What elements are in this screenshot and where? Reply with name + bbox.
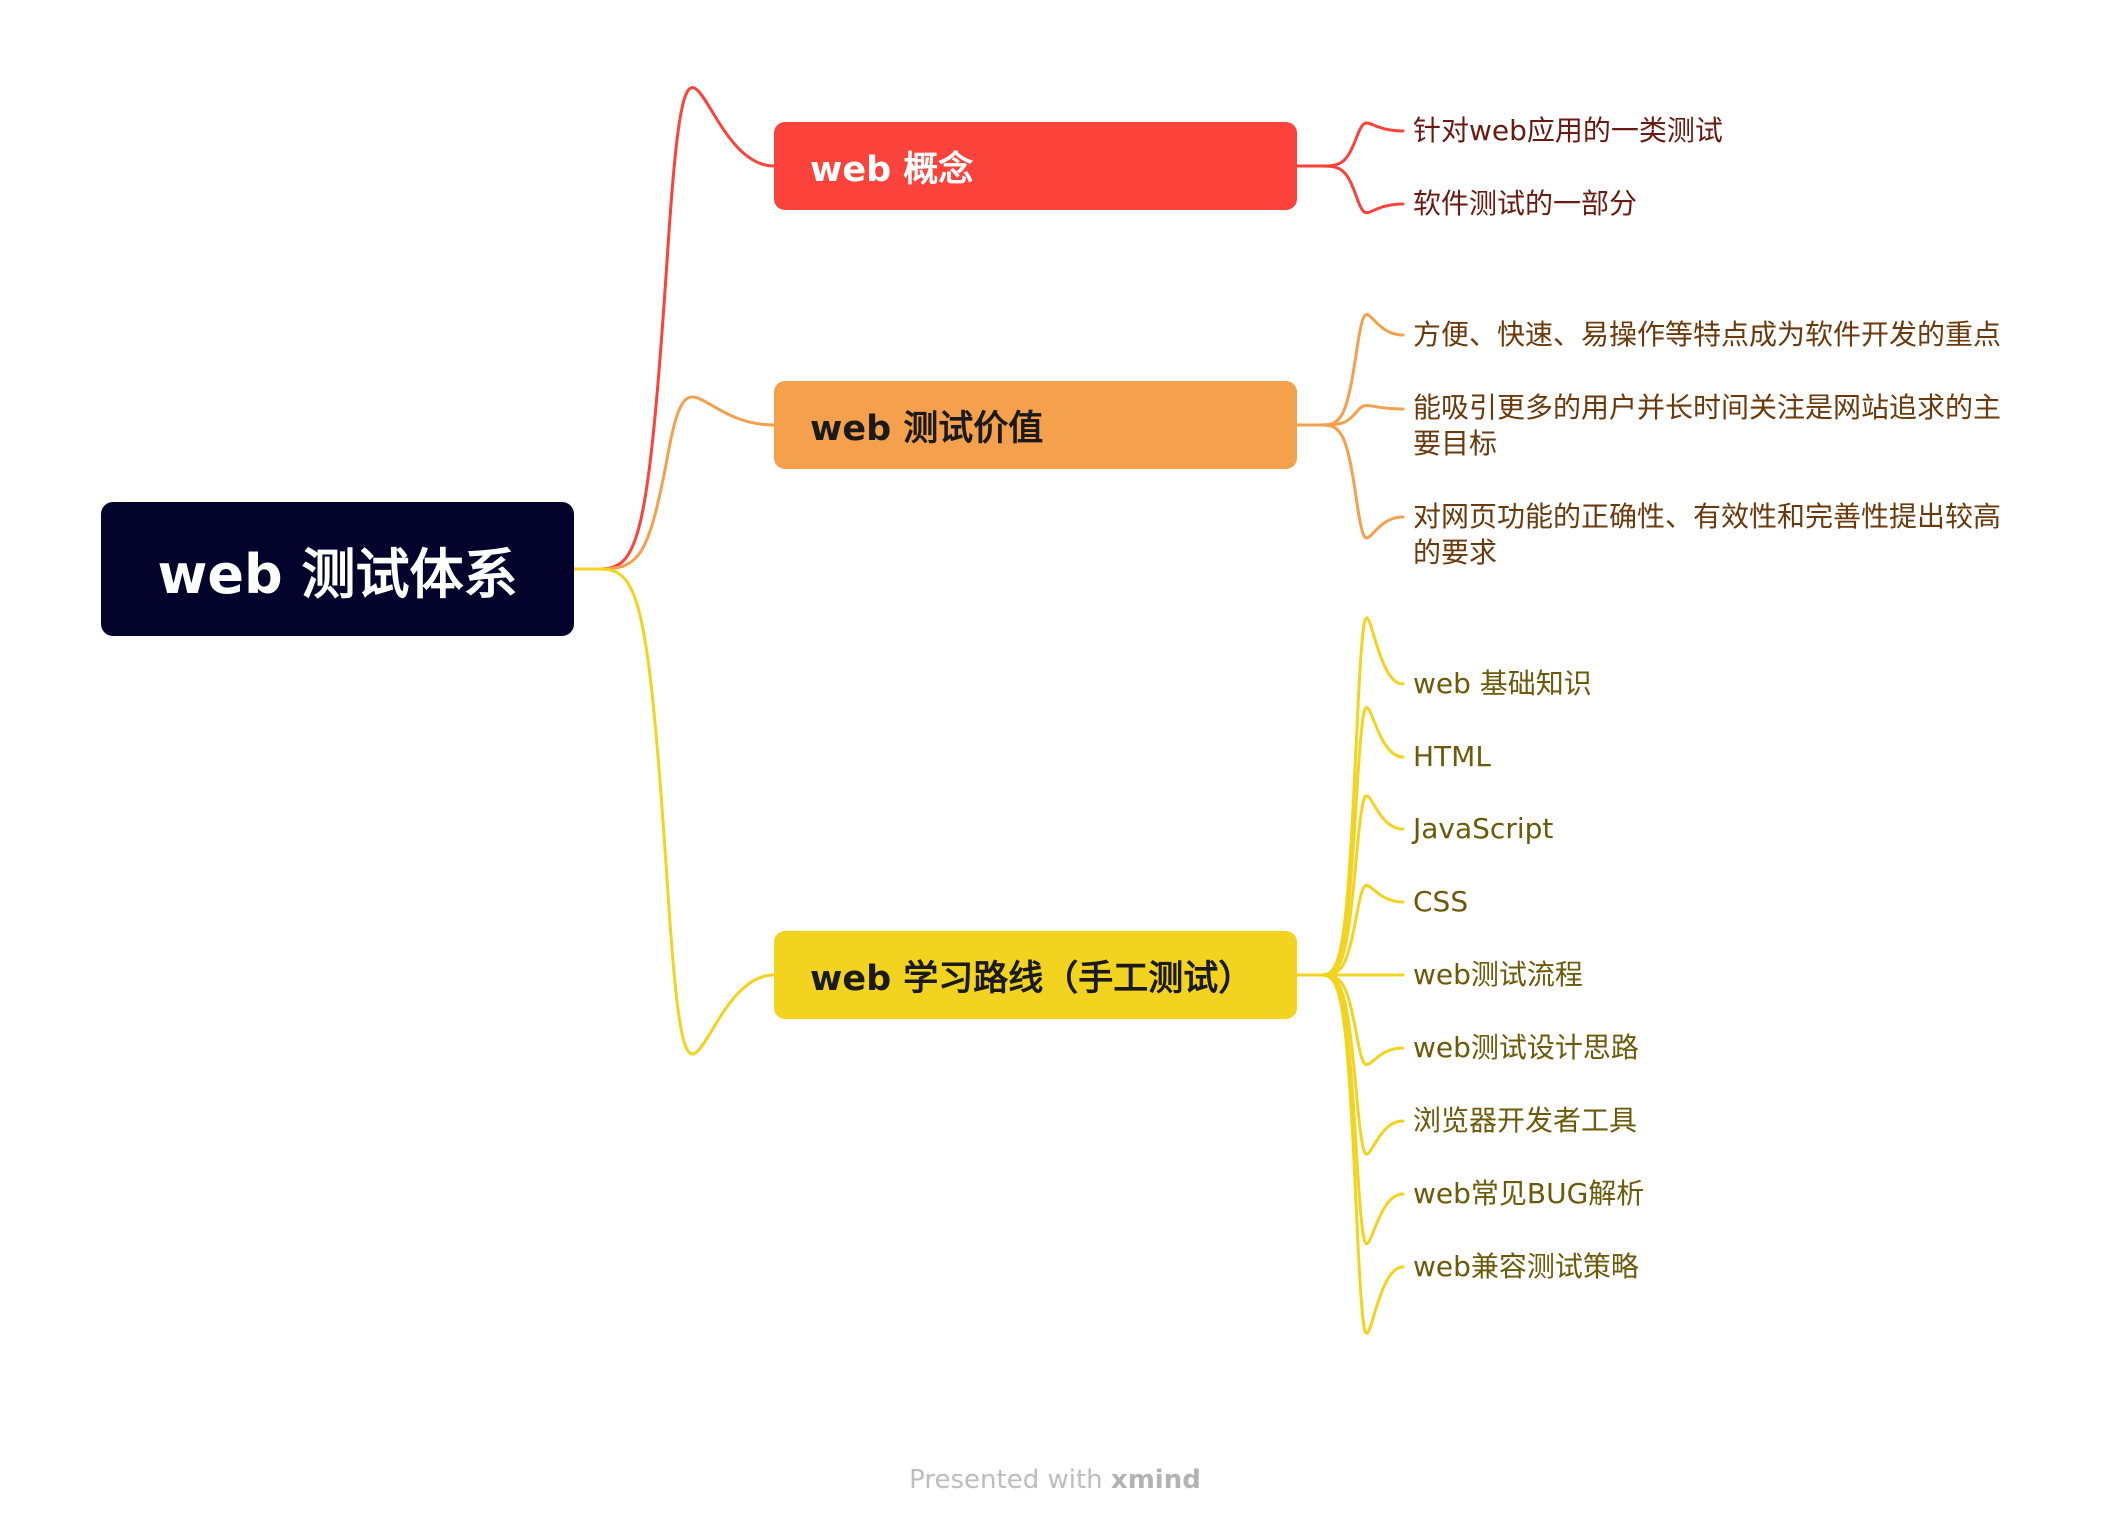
leaf-connector-roadmap-4 xyxy=(1320,884,1405,977)
leaf-connector-concept-2 xyxy=(1320,164,1405,215)
branch-connector-roadmap xyxy=(596,567,776,1056)
leaf-value-2[interactable]: 能吸引更多的用户并长时间关注是网站追求的主要目标 xyxy=(1413,391,2002,460)
leaf-connector-value-3 xyxy=(1320,423,1405,540)
leaf-connector-roadmap-9 xyxy=(1320,973,1405,1335)
leaf-roadmap-1[interactable]: web 基础知识 xyxy=(1413,667,1592,700)
branch-node-value[interactable]: web 测试价值 xyxy=(774,381,1297,469)
branch-label-value: web 测试价值 xyxy=(810,408,1044,449)
leaf-value-1[interactable]: 方便、快速、易操作等特点成为软件开发的重点 xyxy=(1413,318,2002,351)
branch-node-roadmap[interactable]: web 学习路线（手工测试） xyxy=(774,931,1297,1019)
leaf-connector-concept-1 xyxy=(1320,121,1405,168)
leaf-connector-roadmap-1 xyxy=(1320,616,1405,977)
leaf-connector-roadmap-7 xyxy=(1320,973,1405,1156)
footer-prefix: Presented with xyxy=(909,1465,1103,1495)
leaf-roadmap-5[interactable]: web测试流程 xyxy=(1413,958,1583,991)
leaf-connector-value-2 xyxy=(1320,403,1405,427)
xmind-logo: xmind xyxy=(1110,1465,1201,1495)
branch-node-concept[interactable]: web 概念 xyxy=(774,122,1297,210)
leaf-connector-roadmap-2 xyxy=(1320,706,1405,977)
leaf-roadmap-8[interactable]: web常见BUG解析 xyxy=(1413,1177,1645,1210)
footer-credit: Presented with xmind xyxy=(0,1465,2110,1495)
leaf-connector-roadmap-3 xyxy=(1320,794,1405,977)
branch-label-concept: web 概念 xyxy=(810,149,974,190)
leaf-roadmap-4[interactable]: CSS xyxy=(1413,885,1469,918)
leaf-concept-2[interactable]: 软件测试的一部分 xyxy=(1413,187,1638,220)
leaf-connector-value-1 xyxy=(1320,313,1405,427)
leaf-roadmap-9[interactable]: web兼容测试策略 xyxy=(1413,1250,1639,1283)
leaf-roadmap-3[interactable]: JavaScript xyxy=(1413,812,1554,845)
leaf-roadmap-6[interactable]: web测试设计思路 xyxy=(1413,1031,1639,1064)
leaf-connector-roadmap-8 xyxy=(1320,973,1405,1246)
leaf-value-3[interactable]: 对网页功能的正确性、有效性和完善性提出较高的要求 xyxy=(1413,500,2002,569)
leaf-roadmap-2[interactable]: HTML xyxy=(1413,740,1491,773)
branch-label-roadmap: web 学习路线（手工测试） xyxy=(810,958,1254,999)
branch-connector-concept xyxy=(596,86,776,571)
branch-connector-value xyxy=(596,395,776,571)
leaf-roadmap-7[interactable]: 浏览器开发者工具 xyxy=(1413,1104,1638,1137)
leaf-connector-roadmap-6 xyxy=(1320,973,1405,1066)
leaf-concept-1[interactable]: 针对web应用的一类测试 xyxy=(1413,114,1723,147)
root-node[interactable]: web 测试体系 xyxy=(101,502,574,636)
root-label: web 测试体系 xyxy=(157,542,518,606)
